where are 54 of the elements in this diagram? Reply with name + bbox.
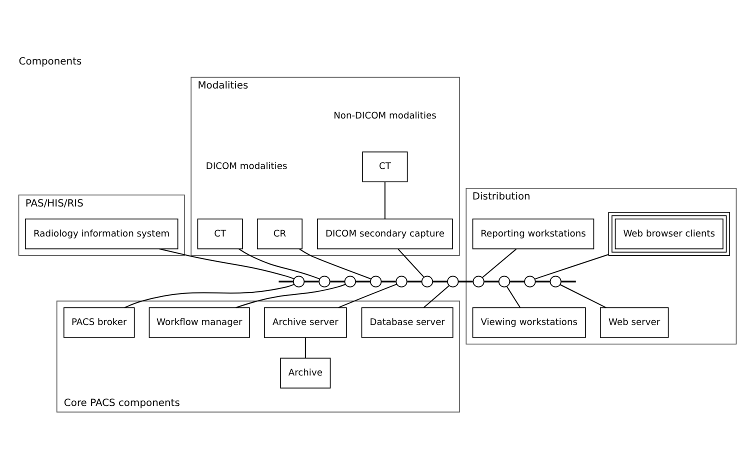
connector bbox=[407, 280, 422, 282]
connector bbox=[536, 280, 550, 282]
node-box: Reporting workstations bbox=[472, 218, 594, 250]
diagram-title: Components bbox=[18, 56, 82, 68]
connector bbox=[384, 181, 386, 220]
node-circle bbox=[524, 276, 536, 288]
node-box: Radiology information system bbox=[24, 218, 178, 250]
node-box: CT bbox=[197, 218, 243, 250]
node-circle bbox=[370, 276, 382, 288]
node-circle bbox=[292, 276, 305, 288]
node-box: PACS broker bbox=[64, 307, 135, 338]
connector bbox=[381, 280, 396, 282]
node-circle bbox=[421, 276, 434, 288]
node-box: CR bbox=[256, 218, 303, 250]
connector bbox=[158, 248, 294, 280]
node-box: Web server bbox=[600, 307, 669, 338]
label: DICOM modalities bbox=[206, 162, 288, 172]
connector bbox=[423, 285, 450, 308]
connector bbox=[398, 248, 424, 278]
node-box: Archive bbox=[280, 358, 331, 388]
connector bbox=[124, 284, 295, 308]
node-circle bbox=[344, 276, 356, 288]
connector bbox=[356, 280, 370, 282]
node-circle bbox=[550, 276, 562, 288]
node-circle bbox=[472, 276, 484, 288]
node-box: Workflow manager bbox=[148, 307, 250, 338]
connector bbox=[298, 248, 372, 280]
connector bbox=[458, 280, 473, 282]
node-box: Database server bbox=[361, 307, 454, 338]
connector bbox=[338, 284, 398, 308]
node-box: CT bbox=[362, 152, 408, 182]
connector bbox=[484, 280, 499, 282]
connector bbox=[238, 248, 320, 280]
connector bbox=[561, 280, 576, 282]
node-circle bbox=[396, 276, 408, 288]
connector bbox=[235, 284, 346, 308]
connector bbox=[278, 280, 294, 282]
node-box: Viewing workstations bbox=[472, 307, 586, 338]
node-circle bbox=[318, 276, 330, 288]
node-circle bbox=[498, 276, 510, 288]
node-box: DICOM secondary capture bbox=[317, 218, 453, 250]
connector bbox=[510, 280, 524, 282]
node-box: Archive server bbox=[264, 307, 347, 338]
connector bbox=[330, 280, 345, 282]
connector bbox=[560, 284, 607, 308]
node-box: Web browser clients bbox=[608, 212, 730, 256]
connector bbox=[304, 280, 319, 282]
node-circle bbox=[447, 276, 459, 288]
label: Non-DICOM modalities bbox=[334, 112, 436, 122]
connector bbox=[304, 337, 306, 359]
connector bbox=[432, 280, 448, 282]
connector bbox=[534, 254, 610, 280]
connector bbox=[506, 286, 521, 308]
connector bbox=[482, 248, 517, 278]
